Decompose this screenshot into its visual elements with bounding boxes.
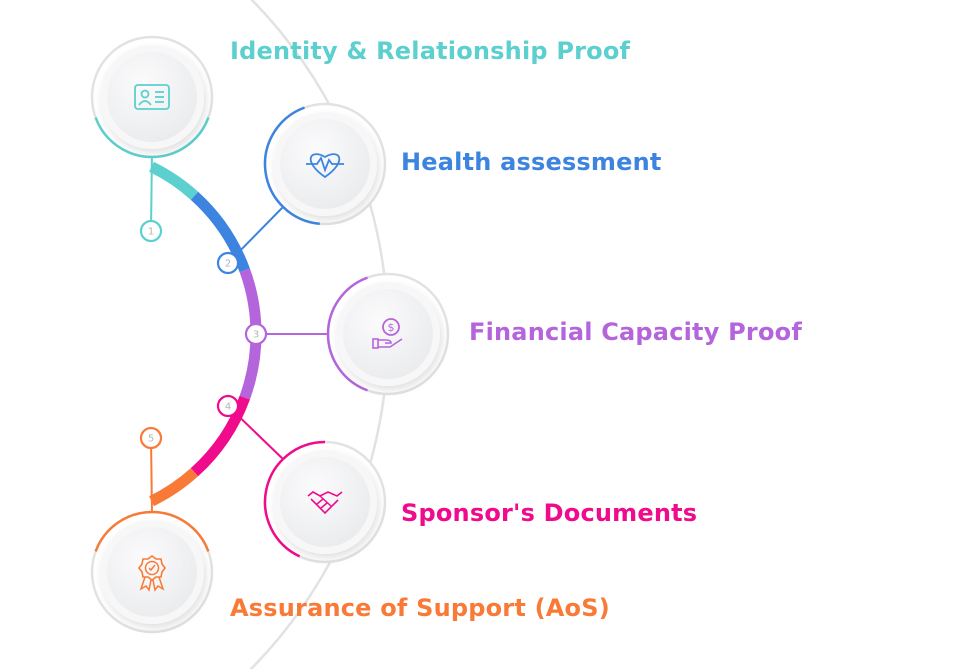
step-label-5: Assurance of Support (AoS): [230, 594, 610, 622]
step-label-2: Health assessment: [401, 148, 662, 176]
step-label-1: Identity & Relationship Proof: [230, 37, 631, 65]
step-marker-2: 2: [216, 251, 240, 275]
step-label-4: Sponsor's Documents: [401, 499, 698, 527]
node-face: [107, 527, 197, 617]
step-marker-5: 5: [139, 426, 163, 450]
connector-line-1: [150, 149, 153, 232]
connector-line-5: [150, 437, 153, 516]
node-face: [280, 119, 370, 209]
node-face: [280, 457, 370, 547]
inner-arc-segment-5: [149, 468, 199, 507]
node-accent-ring: [263, 106, 320, 226]
connector-line-2: [227, 205, 285, 264]
step-node-2: [263, 102, 387, 226]
step-node-4: [263, 440, 387, 564]
inner-progress-arc: [149, 161, 262, 507]
inner-arc-segment-2: [190, 191, 250, 273]
handshake-icon: [307, 491, 343, 515]
node-accent-ring: [94, 510, 210, 552]
step-marker-4: 4: [216, 394, 240, 418]
step-number: 1: [148, 227, 154, 238]
step-number: 2: [225, 259, 231, 270]
inner-arc-segment-1: [149, 161, 199, 200]
step-marker-1: 1: [139, 219, 163, 243]
step-marker-3: 3: [244, 322, 268, 346]
id-card-icon: [134, 84, 170, 110]
inner-arc-segment-4: [190, 395, 250, 477]
svg-text:$: $: [388, 321, 395, 334]
step-node-1: [90, 35, 214, 159]
step-number: 3: [253, 330, 259, 341]
node-accent-ring: [326, 276, 368, 392]
node-accent-ring: [263, 440, 326, 558]
node-accent-ring: [94, 117, 210, 159]
step-node-5: [90, 510, 214, 634]
award-badge-icon: [138, 555, 166, 592]
step-label-3: Financial Capacity Proof: [469, 318, 802, 346]
connector-line-4: [227, 405, 285, 461]
step-node-3: $: [326, 272, 450, 396]
heart-pulse-icon: [306, 153, 344, 179]
step-number: 4: [225, 402, 231, 413]
step-number: 5: [148, 434, 154, 445]
hand-dollar-icon: $: [372, 318, 403, 349]
connectors: [150, 149, 330, 516]
node-face: [107, 52, 197, 142]
